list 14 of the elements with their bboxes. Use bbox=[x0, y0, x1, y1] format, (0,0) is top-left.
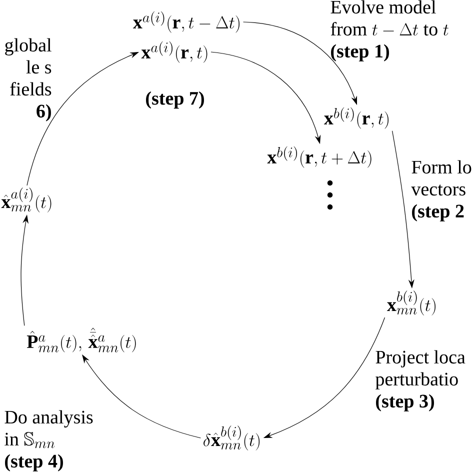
step-label: Form lo vectors (step 2 bbox=[411, 160, 472, 222]
math-label: $\mathbf{x}^{b(i)}_{mn}(t)$ bbox=[387, 290, 436, 316]
step-label: (step 7) bbox=[146, 91, 204, 109]
math-label: $\hat{\mathbf{x}}^{a(i)}_{mn}(t)$ bbox=[1, 188, 52, 212]
math-label: $\mathbf{x}^{a(i)}(\mathbf{r},t)$ bbox=[141, 41, 208, 63]
step-label: $\parbox[t]{127pt}{\raggedright Evolve model from $t-\Delta t$ to $t$ \textbf{(step 1)}}$ bbox=[330, 0, 448, 62]
math-label: $\mathbf{x}^{b(i)}(\mathbf{r},t)$ bbox=[324, 107, 388, 129]
math-label: $\mathbf{x}^{b(i)}(\mathbf{r},t+\Delta t)$ bbox=[267, 146, 372, 168]
math-label: $\hat{\mathbf{P}}^{a}_{mn}(t),\,\hat{\bar{\hat{\mathbf{x}}}}^{a}_{mn}(t)$ bbox=[26, 328, 136, 352]
step-label: Project loca perturbatio (step 3) bbox=[376, 350, 466, 412]
math-label: $\mathbf{x}^{a(i)}(\mathbf{r},t-\Delta t)$ bbox=[133, 11, 240, 33]
step-label: $\parbox[t]{95pt}{\raggedright Do analysis in $\mathbb{S}_{mn}$ \textbf{(step~4)}}$ bbox=[4, 410, 93, 472]
step-label: global le s fields 6) bbox=[5, 38, 52, 122]
math-label: $\delta\hat{\mathbf{x}}^{b(i)}_{mn}(t)$ bbox=[204, 426, 260, 450]
